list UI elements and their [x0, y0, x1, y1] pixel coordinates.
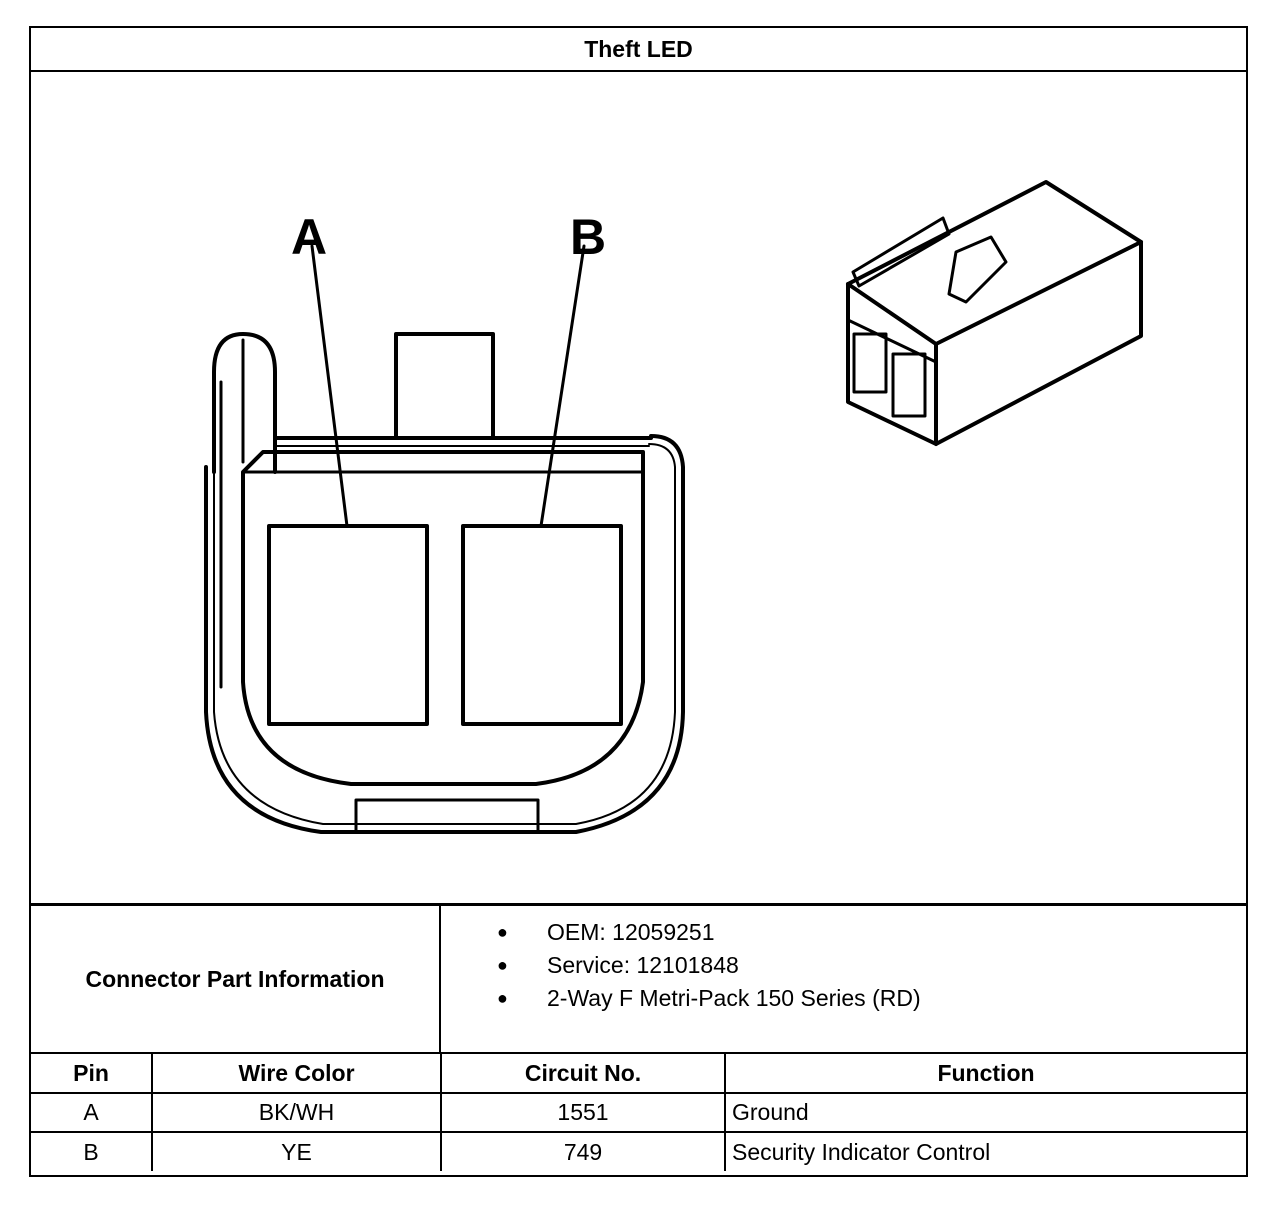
cell-function: Ground: [724, 1092, 1246, 1133]
list-item: ●2-Way F Metri-Pack 150 Series (RD): [441, 982, 1246, 1015]
list-item: ●OEM: 12059251: [441, 916, 1246, 949]
latch-post: [212, 332, 277, 474]
connector-drawing: A B: [204, 180, 1143, 834]
connector-diagram: A B: [31, 72, 1246, 906]
cell-function: Security Indicator Control: [724, 1131, 1246, 1171]
cell-circuit: 1551: [440, 1092, 726, 1133]
top-tab: [394, 332, 495, 440]
bullet-icon: ●: [497, 988, 508, 1008]
terminal-cavity-b: [461, 524, 623, 726]
list-item: ●Service: 12101848: [441, 949, 1246, 982]
table-row: B YE 749 Security Indicator Control: [31, 1131, 1246, 1171]
connector-info-label: Connector Part Information: [31, 906, 441, 1052]
header-wire-color: Wire Color: [151, 1054, 442, 1094]
header-circuit: Circuit No.: [440, 1054, 726, 1094]
bullet-icon: ●: [497, 922, 508, 942]
pin-table: Pin Wire Color Circuit No. Function A BK…: [31, 1054, 1246, 1171]
pin-label-b: B: [570, 209, 606, 265]
cell-pin: B: [31, 1131, 153, 1171]
table-row: A BK/WH 1551 Ground: [31, 1092, 1246, 1133]
cell-pin: A: [31, 1092, 153, 1133]
connector-3d-view: [846, 180, 1143, 446]
table-header-row: Pin Wire Color Circuit No. Function: [31, 1054, 1246, 1094]
inner-cavity: [241, 450, 645, 786]
bottom-notch: [354, 798, 540, 834]
connector-info-row: Connector Part Information ●OEM: 1205925…: [31, 906, 1246, 1054]
page-title: Theft LED: [31, 28, 1246, 72]
cell-circuit: 749: [440, 1131, 726, 1171]
terminal-cavity-a: [267, 524, 429, 726]
leader-line-a: [310, 244, 349, 528]
connector-info-list: ●OEM: 12059251 ●Service: 12101848 ●2-Way…: [441, 906, 1246, 1062]
bullet-icon: ●: [497, 955, 508, 975]
header-pin: Pin: [31, 1054, 153, 1094]
pin-label-a: A: [291, 209, 327, 265]
cell-wire-color: YE: [151, 1131, 442, 1171]
header-function: Function: [724, 1054, 1246, 1094]
cell-wire-color: BK/WH: [151, 1092, 442, 1133]
leader-line-b: [539, 244, 586, 528]
connector-sheet: Theft LED: [29, 26, 1248, 1177]
connector-body: [204, 434, 685, 834]
